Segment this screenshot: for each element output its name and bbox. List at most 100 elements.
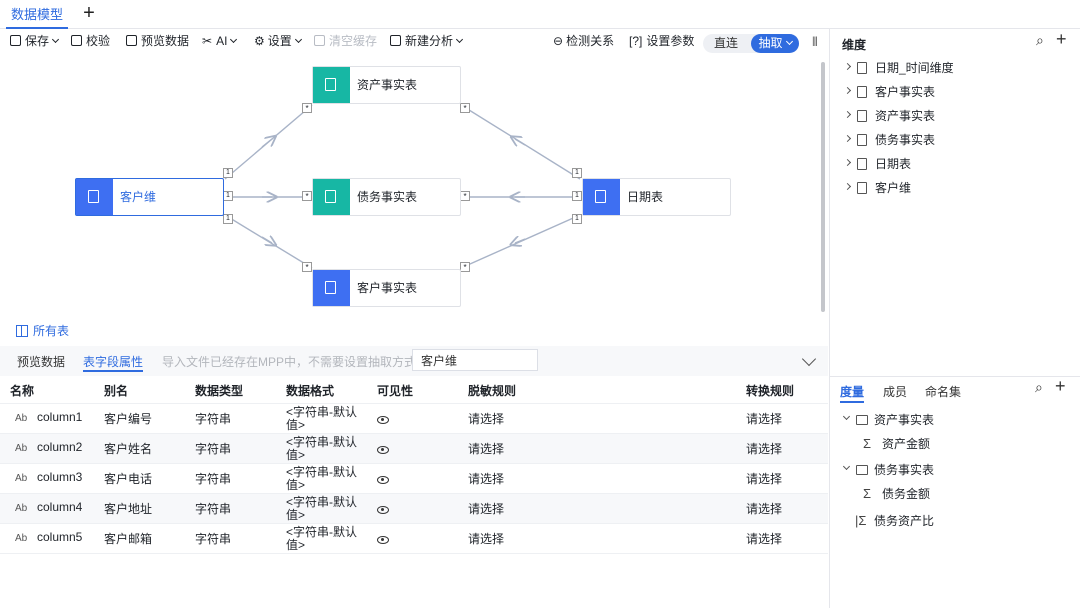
- convert-select[interactable]: 请选择: [746, 442, 783, 456]
- field-alias[interactable]: 客户电话: [104, 472, 153, 486]
- node-debt-fact[interactable]: 债务事实表: [312, 178, 461, 216]
- mask-select[interactable]: 请选择: [468, 502, 505, 516]
- settings-button[interactable]: ⚙设置: [254, 30, 302, 52]
- chevron-down-icon: [842, 462, 851, 471]
- mode-extract-label: 抽取: [758, 36, 783, 50]
- field-format[interactable]: <字符串-默认值>: [286, 405, 358, 432]
- node-customer-dim[interactable]: 客户维: [75, 178, 224, 216]
- dimension-item[interactable]: 日期表: [830, 154, 1080, 174]
- chevron-down-icon[interactable]: [801, 351, 817, 367]
- tab-preview-data[interactable]: 预览数据: [17, 355, 66, 369]
- tab-members[interactable]: 成员: [883, 385, 908, 399]
- chevron-down-icon: [51, 35, 60, 44]
- save-button[interactable]: 保存: [10, 30, 60, 52]
- import-hint: 导入文件已经存在MPP中，不需要设置抽取方式: [162, 355, 417, 369]
- table-row[interactable]: Ab column1 客户编号 字符串 <字符串-默认值> 请选择 请选择: [0, 404, 828, 434]
- visibility-eye-icon[interactable]: [377, 524, 389, 554]
- tab-named-sets[interactable]: 命名集: [925, 385, 962, 399]
- convert-select[interactable]: 请选择: [746, 472, 783, 486]
- tab-field-properties[interactable]: 表字段属性: [83, 352, 144, 372]
- ai-button[interactable]: ✂AI: [202, 30, 238, 52]
- field-type[interactable]: 字符串: [195, 502, 232, 516]
- edge-many-label: *: [302, 191, 312, 201]
- table-row[interactable]: Ab column4 客户地址 字符串 <字符串-默认值> 请选择 请选择: [0, 494, 828, 524]
- canvas-scrollbar[interactable]: [821, 62, 825, 312]
- string-type-icon: Ab: [15, 533, 28, 544]
- field-type[interactable]: 字符串: [195, 472, 232, 486]
- dimension-item-label: 债务事实表: [875, 133, 936, 147]
- visibility-eye-icon[interactable]: [377, 434, 389, 464]
- convert-select[interactable]: 请选择: [746, 502, 783, 516]
- new-analysis-button[interactable]: 新建分析: [390, 30, 464, 52]
- field-type[interactable]: 字符串: [195, 442, 232, 456]
- validate-button[interactable]: 校验: [71, 30, 110, 52]
- field-format[interactable]: <字符串-默认值>: [286, 465, 358, 492]
- node-asset-fact[interactable]: 资产事实表: [312, 66, 461, 104]
- all-tables-label: 所有表: [33, 324, 70, 338]
- model-canvas[interactable]: 1 1 1 * * * * * * 1 1 1 资产事实表 客户维 债务事实表 …: [0, 55, 828, 315]
- dimension-item[interactable]: 日期_时间维度: [830, 58, 1080, 78]
- set-params-button[interactable]: [?]设置参数: [629, 30, 694, 52]
- convert-select[interactable]: 请选择: [746, 412, 783, 426]
- tab-measure[interactable]: 度量: [840, 381, 865, 403]
- dimension-item-label: 日期表: [875, 157, 912, 171]
- mask-select[interactable]: 请选择: [468, 412, 505, 426]
- gear-icon: ⚙: [254, 34, 265, 48]
- chevron-down-icon: [230, 35, 238, 44]
- field-name: column4: [37, 500, 83, 514]
- table-row[interactable]: Ab column2 客户姓名 字符串 <字符串-默认值> 请选择 请选择: [0, 434, 828, 464]
- search-icon[interactable]: ⌕: [1035, 379, 1043, 395]
- field-type[interactable]: 字符串: [195, 532, 232, 546]
- search-icon[interactable]: ⌕: [1036, 32, 1044, 48]
- field-format[interactable]: <字符串-默认值>: [286, 435, 358, 462]
- add-icon[interactable]: +: [1055, 376, 1066, 396]
- analysis-icon: [390, 35, 401, 46]
- field-format[interactable]: <字符串-默认值>: [286, 495, 358, 522]
- edge-many-label: *: [460, 103, 470, 113]
- table-select-input[interactable]: [412, 349, 538, 371]
- dimension-item[interactable]: 债务事实表: [830, 130, 1080, 150]
- all-tables-button[interactable]: 所有表: [16, 323, 69, 339]
- node-date-table[interactable]: 日期表: [582, 178, 731, 216]
- mask-select[interactable]: 请选择: [468, 472, 505, 486]
- clear-cache-button[interactable]: 清空缓存: [314, 30, 377, 52]
- header-type: 数据类型: [195, 384, 244, 398]
- field-alias[interactable]: 客户编号: [104, 412, 153, 426]
- node-customer-fact[interactable]: 客户事实表: [312, 269, 461, 307]
- field-format[interactable]: <字符串-默认值>: [286, 525, 358, 552]
- detect-relation-button[interactable]: ⊖检测关系: [553, 30, 614, 52]
- chevron-down-icon: [785, 37, 793, 46]
- detect-label: 检测关系: [566, 34, 615, 48]
- mask-select[interactable]: 请选择: [468, 442, 505, 456]
- field-alias[interactable]: 客户邮箱: [104, 532, 153, 546]
- field-type[interactable]: 字符串: [195, 412, 232, 426]
- visibility-eye-icon[interactable]: [377, 494, 389, 524]
- table-row[interactable]: Ab column3 客户电话 字符串 <字符串-默认值> 请选择 请选择: [0, 464, 828, 494]
- visibility-eye-icon[interactable]: [377, 404, 389, 434]
- field-alias[interactable]: 客户姓名: [104, 442, 153, 456]
- convert-select[interactable]: 请选择: [746, 532, 783, 546]
- edge-one-label: 1: [572, 214, 582, 224]
- collapse-panel-icon[interactable]: |||: [812, 36, 818, 47]
- measure-group[interactable]: 资产事实表: [829, 410, 1079, 430]
- field-alias[interactable]: 客户地址: [104, 502, 153, 516]
- mask-select[interactable]: 请选择: [468, 532, 505, 546]
- mode-direct-button[interactable]: 直连: [713, 36, 738, 50]
- dimension-item[interactable]: 资产事实表: [830, 106, 1080, 126]
- mode-extract-button[interactable]: 抽取: [751, 34, 799, 53]
- preview-label: 预览数据: [141, 34, 190, 48]
- tab-data-model[interactable]: 数据模型: [6, 0, 68, 29]
- set-params-label: 设置参数: [646, 34, 695, 48]
- dimension-item[interactable]: 客户维: [830, 178, 1080, 198]
- visibility-eye-icon[interactable]: [377, 464, 389, 494]
- table-row[interactable]: Ab column5 客户邮箱 字符串 <字符串-默认值> 请选择 请选择: [0, 524, 828, 554]
- measure-group[interactable]: 债务事实表: [829, 460, 1079, 480]
- dimension-item[interactable]: 客户事实表: [830, 82, 1080, 102]
- add-icon[interactable]: +: [1056, 29, 1067, 49]
- preview-data-button[interactable]: 预览数据: [126, 30, 189, 52]
- folder-icon: [856, 465, 868, 475]
- add-tab-button[interactable]: +: [83, 2, 95, 24]
